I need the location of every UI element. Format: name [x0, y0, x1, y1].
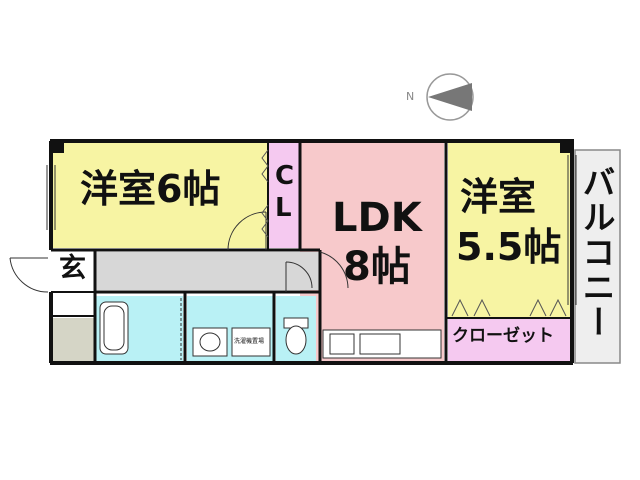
bathtub-icon [99, 301, 129, 355]
western-room-2-fill [448, 143, 570, 318]
western-room-2-label-line1: 洋室 [460, 175, 537, 219]
compass-label: N [406, 90, 415, 103]
balcony-label: バルコニー [577, 165, 616, 340]
closet-2-label: クローゼット [452, 326, 554, 346]
closet-1-fill [268, 143, 300, 248]
closet-doors [261, 149, 567, 317]
ldk-label-line1: LDK [332, 195, 422, 241]
hallway-fill [95, 252, 320, 290]
ldk-fill [300, 143, 444, 361]
western-room-1-label: 洋室6帖 [80, 167, 221, 211]
sink-icon [192, 327, 228, 357]
washer-area [231, 327, 271, 357]
balcony-fill [574, 149, 621, 364]
kitchen-counter [322, 329, 442, 359]
walls [49, 139, 574, 365]
ldk-label-line2: 8帖 [343, 244, 411, 290]
windows [46, 155, 577, 305]
closet-2-fill [448, 318, 570, 361]
closet-1-label: CL [275, 161, 295, 223]
compass-icon [426, 73, 474, 121]
entrance-label: 玄 [59, 253, 86, 284]
western-room-2-label-line2: 5.5帖 [456, 225, 562, 269]
washer-label: 洗濯機置場 [234, 338, 265, 345]
western-room-1-fill [53, 143, 268, 248]
entrance-fill [53, 252, 95, 290]
storage-fill [53, 318, 95, 361]
